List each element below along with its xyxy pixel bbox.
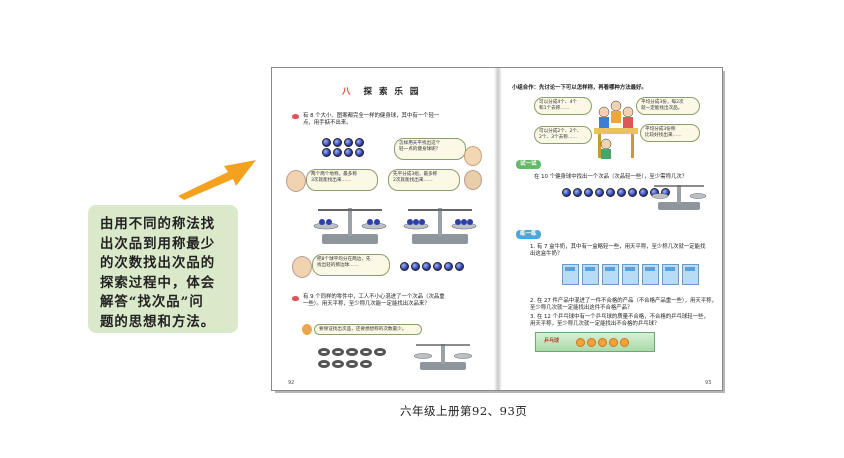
speech-bubble-d: 要保证找出次品，还要想想称的次数最少。	[314, 324, 422, 335]
section-title-text: 探 索 乐 园	[363, 87, 421, 97]
ping-pong-row	[576, 338, 629, 347]
bubble-line: 轻一点的健身球呢？	[399, 147, 441, 152]
try-it-text: 在 10 个健身球中找出一个次品（次品轻一些），至少需称几次？	[534, 174, 688, 180]
part-row	[318, 348, 408, 356]
bubble-line: 和1个去称……	[539, 106, 570, 111]
intro-line: 点，用手掂不出来。	[303, 120, 352, 126]
book-gutter	[494, 68, 502, 390]
note-line: 的次数找出次品的	[100, 255, 216, 271]
bubble-line: 怎样用天平找出这个	[399, 141, 441, 146]
star-icon	[302, 324, 312, 335]
ball-row	[400, 262, 464, 271]
milk-carton-row	[562, 264, 699, 285]
exercise-1: 1. 有 7 盒牛奶，其中有一盒略轻一些，用天平称，至少称几次就一定能找 出这盒…	[530, 244, 705, 258]
bubble-line: 可以分成2个、2个、	[539, 129, 582, 134]
note-line: 由用不同的称法找	[100, 216, 216, 232]
speech-bubble-1: 可以分成4个、4个 和1个去称……	[534, 97, 592, 115]
part-row	[318, 360, 408, 368]
bubble-line: 3次就能找出来……	[311, 178, 351, 183]
bubble-line: 把8个球平均分在两边，先	[317, 257, 371, 262]
balance-scale-icon	[403, 208, 477, 244]
summary-note-text: 由用不同的称法找 出次品到用称最少 的次数找出次品的 探索过程中，体会 解答“找…	[100, 215, 228, 332]
exercise-line: 1. 有 7 盒牛奶，其中有一盒略轻一些，用天平称，至少称几次就一定能找	[530, 244, 706, 250]
bubble-line: 找出轻的那边球……	[317, 263, 359, 268]
bubble-line: 平均分成3份称	[645, 127, 676, 132]
bubble-line: 两个两个地称，最多称	[311, 172, 357, 177]
bubble-line: 平均分成3份，每2次	[641, 100, 684, 105]
q2-line: 有 9 个同样的零件中，工人不小心混进了一个次品（次品重	[303, 294, 445, 300]
speech-bubble-2: 平均分成3份，每2次 就一定能找出次品。	[636, 97, 700, 115]
speech-bubble-question: 怎样用天平找出这个 轻一点的健身球呢？	[394, 138, 466, 160]
ball-row	[322, 148, 364, 157]
bubble-line: 2个、3个去称……	[539, 135, 578, 140]
section-title: 八 探 索 乐 园	[342, 85, 420, 97]
balance-scale-icon	[413, 344, 473, 370]
speech-bubble-4: 平均分成3份称 比较好找出来……	[640, 124, 700, 142]
page-caption: 六年级上册第92、93页	[400, 404, 528, 418]
textbook-spread: 八 探 索 乐 园 有 8 个大小、图案都完全一样的健身球，其中有一个轻一 点，…	[272, 68, 722, 390]
pointer-arrow-icon	[178, 160, 256, 200]
exercise-line: 至少称几次就一定能找出这件不合格产品？	[530, 305, 633, 311]
note-line: 探索过程中，体会	[100, 274, 216, 291]
speech-bubble-a: 两个两个地称，最多称 3次就能找出来……	[306, 169, 378, 191]
bubble-line: 要保证找出次品，还要想想称的次数最少。	[319, 327, 407, 332]
try-it-tag: 试一试	[516, 160, 541, 169]
boy-avatar	[286, 170, 306, 192]
student-avatar	[464, 170, 482, 190]
question-icon	[292, 296, 299, 301]
page-number-left: 92	[288, 380, 295, 386]
balance-scale-icon	[313, 208, 387, 244]
exercise-line: 3. 在 12 个乒乓球中有一个乒乓球的质量不合格，不合格的乒乓球轻一些，	[530, 314, 709, 320]
practice-tag: 练一练	[516, 230, 541, 239]
speech-bubble-c: 把8个球平均分在两边，先 找出轻的那边球……	[312, 254, 390, 276]
group-students-illustration	[594, 100, 638, 159]
group-work-heading: 小组合作：先讨论一下可以怎样称，再看哪种方法最好。	[512, 85, 647, 91]
ping-pong-box: 乒乓球	[535, 332, 655, 352]
note-line: 出次品到用称最少	[100, 235, 216, 252]
note-line: 题的思想和方法。	[100, 313, 216, 330]
box-label: 乒乓球	[544, 338, 560, 344]
exercise-2: 2. 在 27 件产品中混进了一件不合格的产品（不合格产品重一些），用天平称， …	[530, 298, 717, 312]
q2-line: 一些）。用天平称，至少称几次能一定能找出次品来？	[303, 301, 430, 307]
exercise-line: 用天平称，至少称几次就一定能找出不合格的乒乓球？	[530, 321, 660, 327]
speech-bubble-3: 可以分成2个、2个、 2个、3个去称……	[534, 126, 592, 144]
intro-line: 有 8 个大小、图案都完全一样的健身球，其中有一个轻一	[303, 113, 440, 119]
bubble-line: 2次就能找出来……	[393, 178, 433, 183]
ball-row	[562, 188, 670, 197]
bubble-line: 就一定能找出次品。	[641, 106, 683, 111]
summary-note: 由用不同的称法找 出次品到用称最少 的次数找出次品的 探索过程中，体会 解答“找…	[88, 205, 238, 333]
speech-bubble-b: 先平分成3组，最多称 2次就能找出来……	[388, 169, 460, 191]
exercise-3: 3. 在 12 个乒乓球中有一个乒乓球的质量不合格，不合格的乒乓球轻一些， 用天…	[530, 314, 709, 328]
question-2-text: 有 9 个同样的零件中，工人不小心混进了一个次品（次品重 一些）。用天平称，至少…	[303, 294, 445, 308]
question-icon	[292, 114, 299, 119]
intro-text: 有 8 个大小、图案都完全一样的健身球，其中有一个轻一 点，用手掂不出来。	[303, 113, 439, 127]
exercise-line: 出这盒牛奶？	[530, 251, 563, 257]
note-line: 解答“找次品”问	[100, 294, 204, 310]
section-number: 八	[342, 87, 353, 97]
bubble-line: 先平分成3组，最多称	[393, 172, 438, 177]
ball-row	[322, 138, 364, 147]
girl-avatar	[464, 146, 482, 166]
balance-scale-icon	[651, 185, 707, 210]
bubble-line: 可以分成4个、4个	[539, 100, 578, 105]
page-number-right: 93	[705, 380, 712, 386]
teacher-avatar	[292, 256, 312, 278]
bubble-line: 比较好找出来……	[645, 133, 682, 138]
exercise-line: 2. 在 27 件产品中混进了一件不合格的产品（不合格产品重一些），用天平称，	[530, 298, 717, 304]
